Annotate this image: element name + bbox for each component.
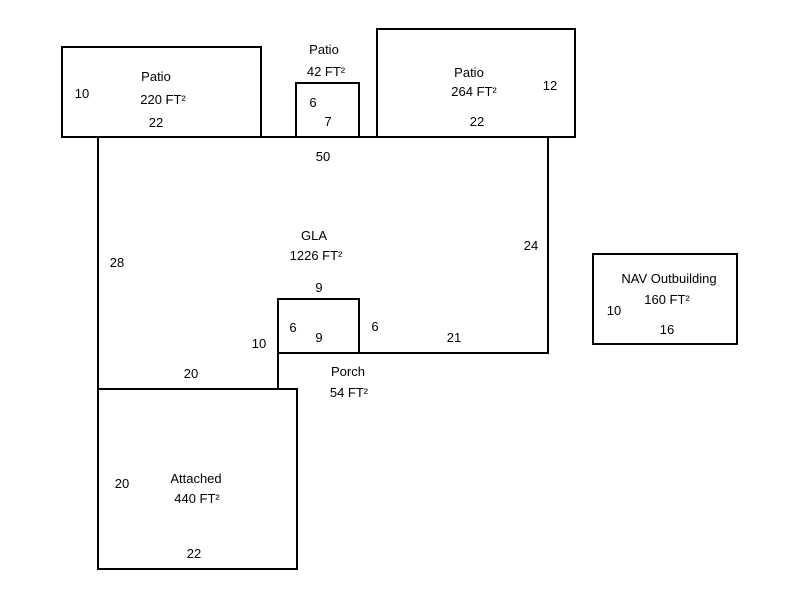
patio-right-name: Patio xyxy=(454,65,484,80)
gla-dim: 50 xyxy=(316,149,330,164)
porch-dim: 6 xyxy=(371,319,378,334)
outbuilding-dim: 10 xyxy=(607,303,621,318)
outbuilding-name: NAV Outbuilding xyxy=(621,271,716,286)
porch-area: 54 FT² xyxy=(330,385,369,400)
patio-left-dim: 22 xyxy=(149,115,163,130)
porch-outline[interactable] xyxy=(277,298,360,354)
patio-small-area: 42 FT² xyxy=(307,64,346,79)
porch-name: Porch xyxy=(331,364,365,379)
patio-small-name: Patio xyxy=(309,42,339,57)
gla-dim: 10 xyxy=(252,336,266,351)
gla-dim: 20 xyxy=(184,366,198,381)
attached-dim: 20 xyxy=(115,476,129,491)
patio-right-area: 264 FT² xyxy=(451,84,497,99)
gla-dim: 21 xyxy=(447,330,461,345)
patio-right-dim: 12 xyxy=(543,78,557,93)
gla-name: GLA xyxy=(301,228,327,243)
patio-left-area: 220 FT² xyxy=(140,92,186,107)
patio-left-dim: 10 xyxy=(75,86,89,101)
patio-small-dim: 7 xyxy=(324,114,331,129)
patio-right-dim: 22 xyxy=(470,114,484,129)
gla-area: 1226 FT² xyxy=(290,248,343,263)
outbuilding-area: 160 FT² xyxy=(644,292,690,307)
attached-dim: 22 xyxy=(187,546,201,561)
patio-left-name: Patio xyxy=(141,69,171,84)
patio-small-dim: 6 xyxy=(309,95,316,110)
gla-dim: 28 xyxy=(110,255,124,270)
porch-dim: 9 xyxy=(315,330,322,345)
porch-dim: 6 xyxy=(289,320,296,335)
porch-dim: 9 xyxy=(315,280,322,295)
outbuilding-dim: 16 xyxy=(660,322,674,337)
attached-name: Attached xyxy=(170,471,221,486)
attached-area: 440 FT² xyxy=(174,491,220,506)
gla-dim: 24 xyxy=(524,238,538,253)
gla-outline[interactable] xyxy=(97,136,549,389)
attached-outline[interactable] xyxy=(97,388,298,570)
outbuilding-outline[interactable] xyxy=(592,253,738,345)
